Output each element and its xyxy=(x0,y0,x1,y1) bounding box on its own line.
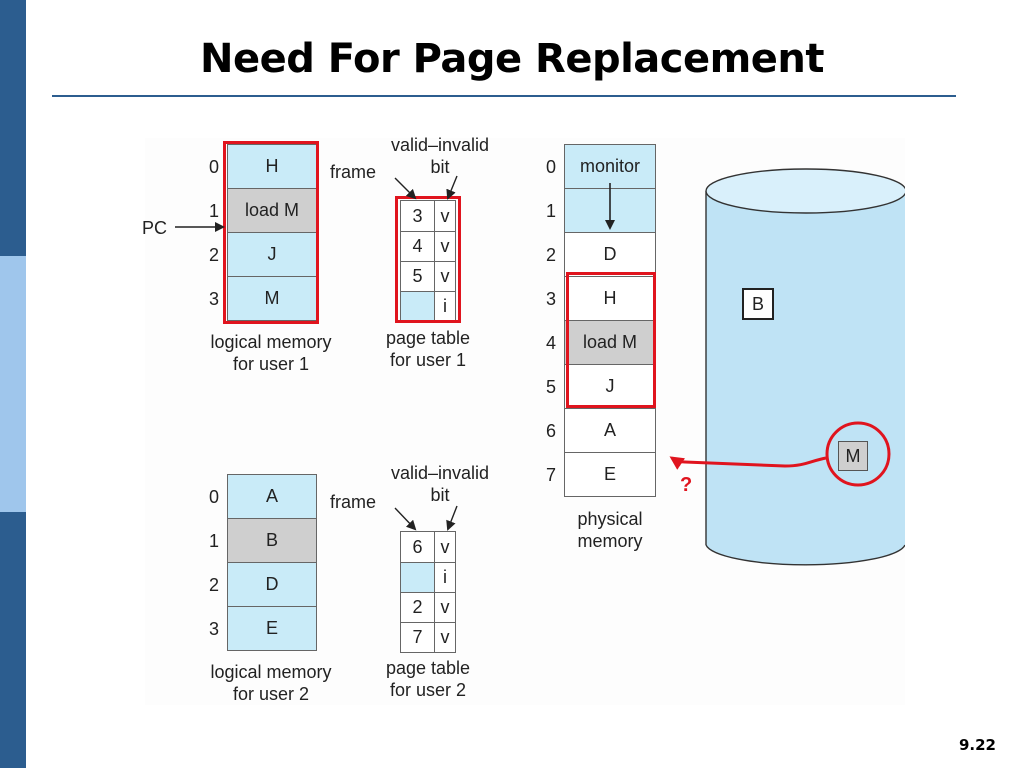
user2-page-table-caption: page table for user 2 xyxy=(368,657,488,701)
user1-pt-frame-3 xyxy=(401,292,435,321)
user2-page-index-0: 0 xyxy=(209,487,220,507)
user2-logical-memory-caption: logical memory for user 2 xyxy=(191,661,351,705)
user1-vi-line1: valid–invalid xyxy=(390,135,490,155)
user2-pt-frame-2: 2 xyxy=(401,593,435,622)
user1-pt-frame-0: 3 xyxy=(401,201,435,231)
disk-cylinder xyxy=(705,168,905,566)
user2-pt-row-2: 2 v xyxy=(401,592,455,622)
user2-valid-invalid-label: valid–invalid bit xyxy=(375,462,505,506)
slide-number: 9.22 xyxy=(958,736,996,754)
user1-pt-frame-1: 4 xyxy=(401,232,435,261)
user1-logical-memory-highlight xyxy=(223,141,319,324)
physical-frame-index-7: 7 xyxy=(546,465,557,485)
user2-page-table: 6 v i 2 v 7 v xyxy=(400,531,456,653)
user1-valid-invalid-label: valid–invalid bit xyxy=(375,134,505,178)
user2-pt-frame-0: 6 xyxy=(401,532,435,562)
user2-vi-line2: bit xyxy=(430,485,450,505)
physical-frame-index-5: 5 xyxy=(546,377,557,397)
user2-page-index-3: 3 xyxy=(209,619,220,639)
physical-frame-index-6: 6 xyxy=(546,421,557,441)
page-fault-arrow xyxy=(669,456,827,470)
user1-pt-bit-0: v xyxy=(440,205,450,226)
user1-bit-pointer xyxy=(446,175,458,200)
sidebar-band-top xyxy=(0,0,26,256)
question-mark: ? xyxy=(680,474,693,496)
user2-pt-frame-1 xyxy=(401,563,435,592)
user2-vi-line1: valid–invalid xyxy=(390,463,490,483)
physical-caption-line1: physical xyxy=(577,509,643,529)
sidebar-band-middle xyxy=(0,256,26,512)
user1-logical-memory-caption: logical memory for user 1 xyxy=(191,331,351,375)
user1-frame-pointer xyxy=(394,177,417,200)
user2-pt-row-1: i xyxy=(401,562,455,592)
figure-overlay xyxy=(175,168,905,566)
disk-block-m: M xyxy=(838,441,868,471)
user1-vi-line2: bit xyxy=(430,157,450,177)
physical-memory-highlight xyxy=(566,272,656,408)
user1-page-index-3: 3 xyxy=(209,289,220,309)
physical-caption-line2: memory xyxy=(577,531,643,551)
user1-page-table-highlight xyxy=(395,196,461,323)
user2-page-2: D xyxy=(227,562,317,607)
user2-page-3: E xyxy=(227,606,317,651)
user1-page-table: 3 v 4 v 5 v i xyxy=(400,200,456,322)
user1-pt-row-2: 5 v xyxy=(401,261,455,291)
physical-frame-0: monitor xyxy=(564,144,656,189)
physical-frame-7: E xyxy=(564,452,656,497)
user2-caption-line1: logical memory xyxy=(210,662,332,682)
user2-pt-bit-2: v xyxy=(440,597,450,617)
disk-m-highlight-circle xyxy=(825,421,891,487)
user1-pt-row-0: 3 v xyxy=(401,201,455,231)
physical-frame-index-2: 2 xyxy=(546,245,557,265)
user2-pt-row-3: 7 v xyxy=(401,622,455,652)
user2-frame-pointer xyxy=(394,507,417,531)
user2-pt-frame-3: 7 xyxy=(401,623,435,652)
user2-pt-caption-line2: for user 2 xyxy=(389,680,467,700)
user1-pt-row-1: 4 v xyxy=(401,231,455,261)
user2-pt-bit-1: i xyxy=(443,567,447,587)
user1-page-table-caption: page table for user 1 xyxy=(368,327,488,371)
user2-bit-pointer xyxy=(446,505,458,531)
physical-frame-index-1: 1 xyxy=(546,201,557,221)
user1-pt-bit-1: v xyxy=(440,236,450,256)
user2-page-index-1: 1 xyxy=(209,531,220,551)
user2-caption-line2: for user 2 xyxy=(232,684,310,704)
physical-frame-index-4: 4 xyxy=(546,333,557,353)
user1-pt-caption-line2: for user 1 xyxy=(389,350,467,370)
physical-memory-caption: physical memory xyxy=(550,508,670,552)
user1-page-0: H xyxy=(227,144,317,189)
user1-pt-caption-line1: page table xyxy=(385,328,471,348)
user1-pt-row-3: i xyxy=(401,291,455,321)
user2-page-index-2: 2 xyxy=(209,575,220,595)
user2-frame-label: frame xyxy=(330,492,377,512)
user2-pt-bit-0: v xyxy=(440,536,450,557)
user1-pt-frame-2: 5 xyxy=(401,262,435,291)
user1-page-index-1: 1 xyxy=(209,201,220,221)
user2-page-1: B xyxy=(227,518,317,563)
user1-page-index-2: 2 xyxy=(209,245,220,265)
page-replacement-figure: 0 1 2 3 H load M J M PC logical memory f… xyxy=(142,135,905,705)
user2-pt-bit-3: v xyxy=(440,627,450,647)
physical-frame-index-0: 0 xyxy=(546,157,557,177)
pc-label: PC xyxy=(142,218,168,238)
user2-pt-row-0: 6 v xyxy=(401,532,455,562)
physical-frame-2: D xyxy=(564,232,656,277)
user1-pt-bit-3: i xyxy=(443,296,447,316)
user1-caption-line2: for user 1 xyxy=(232,354,310,374)
user2-pt-caption-line1: page table xyxy=(385,658,471,678)
user1-page-index-0: 0 xyxy=(209,157,220,177)
user1-caption-line1: logical memory xyxy=(210,332,332,352)
user1-pt-bit-2: v xyxy=(440,266,450,286)
disk-block-b: B xyxy=(742,288,774,320)
slide-title: Need For Page Replacement xyxy=(199,36,825,82)
sidebar-band-bottom xyxy=(0,512,26,768)
physical-frame-index-3: 3 xyxy=(546,289,557,309)
title-divider xyxy=(52,95,956,97)
user1-frame-label: frame xyxy=(330,162,377,182)
left-sidebar xyxy=(0,0,26,768)
